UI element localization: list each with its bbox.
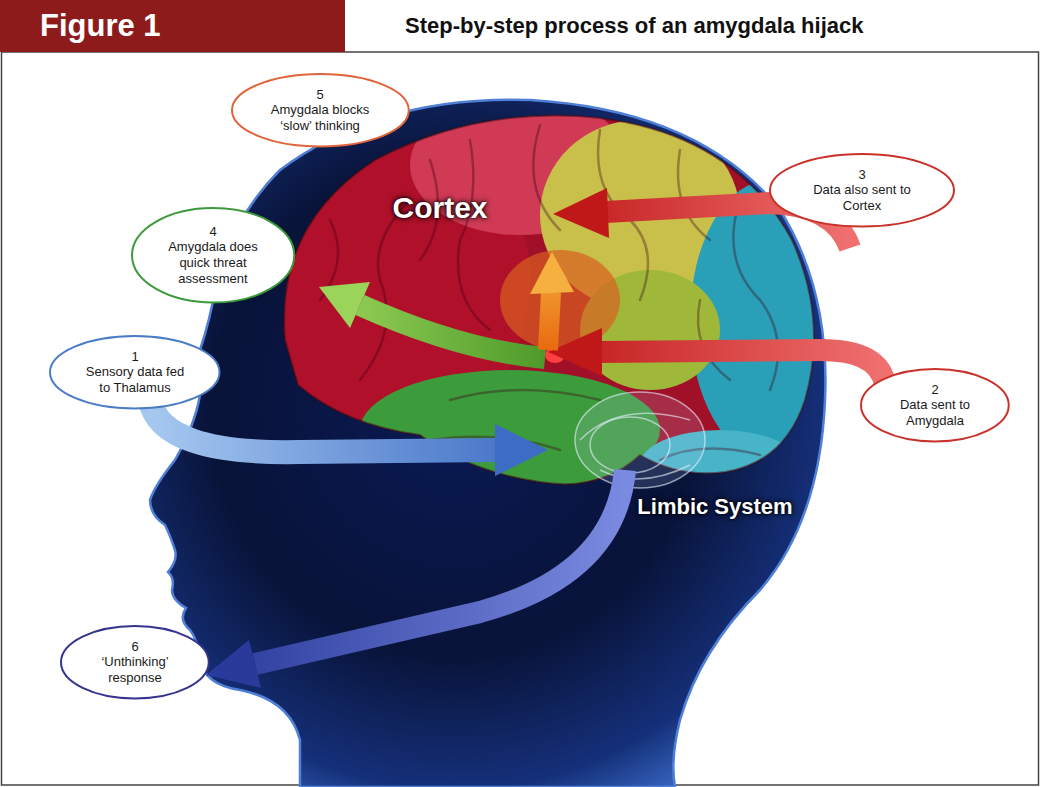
figure-badge: Figure 1	[0, 0, 345, 52]
callout-ellipse: 3Data also sent to Cortex	[768, 152, 956, 228]
region-label: Limbic System	[637, 494, 792, 520]
arrow-shaft	[255, 470, 625, 664]
callout-text: ‘Unthinking’ response	[88, 654, 183, 685]
ellipse-border	[232, 74, 409, 146]
callout-number: 2	[888, 382, 983, 398]
arrow-shaft	[548, 292, 551, 350]
callout-ellipse: 6‘Unthinking’ response	[59, 624, 211, 700]
limbic-wireframe	[575, 392, 705, 488]
callout-text: Amygdala blocks ‘slow’ thinking	[263, 102, 378, 133]
arrow-threat	[319, 282, 545, 358]
callout-text-group: 6‘Unthinking’ response	[88, 639, 183, 686]
arrow-shaft	[600, 350, 885, 385]
gyrus-line	[458, 140, 490, 330]
callout-text: Data sent to Amygdala	[888, 397, 983, 428]
callout-ellipse: 1Sensory data fed to Thalamus	[48, 334, 222, 410]
brain-outline	[284, 116, 814, 485]
callout-text-group: 4Amygdala does quick threat assessment	[161, 224, 266, 286]
arrow-head	[530, 252, 574, 294]
gyrus-line	[450, 390, 600, 400]
limbic-line	[580, 413, 690, 440]
callout-number: 3	[802, 167, 922, 183]
ellipse-border	[61, 626, 209, 698]
callout-text-group: 3Data also sent to Cortex	[802, 167, 922, 214]
callout-ellipse: 5Amygdala blocks ‘slow’ thinking	[230, 72, 411, 148]
callout-number: 4	[161, 224, 266, 240]
arrow-shaft	[360, 305, 545, 358]
arrow-head	[553, 188, 609, 238]
arrow-sensory	[150, 400, 548, 476]
figure-number: Figure 1	[40, 8, 161, 44]
ellipse-border	[861, 369, 1009, 441]
callout-number: 6	[88, 639, 183, 655]
limbic-inner	[590, 417, 670, 473]
callout-text-group: 5Amygdala blocks ‘slow’ thinking	[263, 87, 378, 134]
ellipse-border	[770, 154, 954, 226]
arrow-head	[495, 424, 548, 476]
arrow-to-amygdala	[548, 328, 885, 385]
gyrus-line	[360, 200, 410, 380]
figure-title: Step-by-step process of an amygdala hija…	[405, 13, 863, 39]
callout-text: Amygdala does quick threat assessment	[161, 239, 266, 286]
callout-ellipse: 4Amygdala does quick threat assessment	[130, 206, 296, 305]
limbic-shell	[575, 392, 705, 488]
callout-text: Sensory data fed to Thalamus	[80, 364, 190, 395]
arrow-head	[319, 282, 370, 328]
region-label: Cortex	[392, 191, 487, 225]
ellipse-border	[132, 208, 294, 303]
arrow-response	[206, 470, 625, 688]
arrow-head	[206, 640, 261, 688]
arrow-shaft	[150, 400, 495, 452]
callout-text-group: 1Sensory data fed to Thalamus	[80, 349, 190, 396]
ellipse-border	[50, 336, 220, 408]
brain	[230, 95, 850, 500]
callout-text: Data also sent to Cortex	[802, 182, 922, 213]
arrow-block	[530, 252, 574, 350]
brain-gyri	[320, 125, 778, 460]
callout-ellipse: 2Data sent to Amygdala	[859, 367, 1011, 443]
callout-number: 1	[80, 349, 190, 365]
callout-text-group: 2Data sent to Amygdala	[888, 382, 983, 429]
callout-number: 5	[263, 87, 378, 103]
gyrus-line	[678, 150, 710, 240]
